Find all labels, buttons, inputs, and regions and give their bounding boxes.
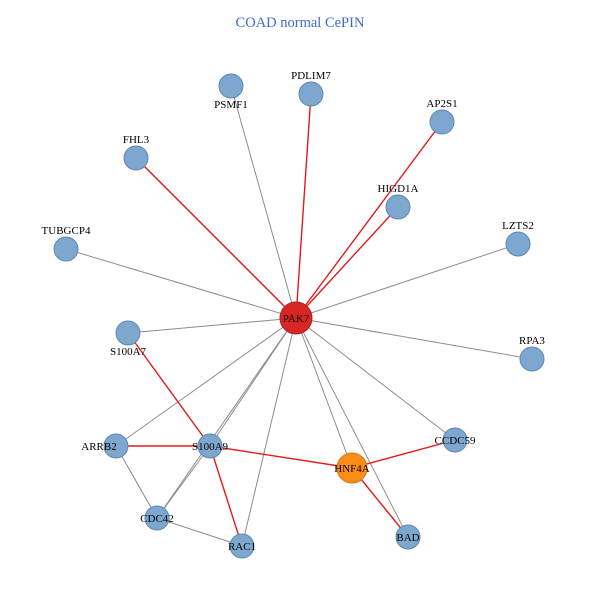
- node-label-HIGD1A: HIGD1A: [378, 183, 419, 195]
- node-AP2S1[interactable]: [429, 109, 455, 135]
- node-label-BAD: BAD: [396, 532, 419, 544]
- edge-PAK7-HNF4A: [295, 317, 353, 469]
- edge-PAK7-RAC1: [241, 317, 297, 547]
- edge-PAK7-ARRB2: [115, 317, 297, 447]
- node-label-RAC1: RAC1: [228, 541, 256, 553]
- node-TUBGCP4[interactable]: [53, 236, 79, 262]
- edge-HNF4A-CCDC59: [351, 439, 456, 469]
- edge-PAK7-S100A7: [127, 317, 297, 334]
- edge-S100A9-HNF4A: [209, 445, 353, 469]
- node-S100A7[interactable]: [115, 320, 141, 346]
- edge-S100A7-S100A9: [127, 332, 211, 447]
- node-label-HNF4A: HNF4A: [334, 463, 370, 475]
- node-label-PAK7: PAK7: [283, 313, 310, 325]
- edge-PAK7-LZTS2: [295, 243, 519, 319]
- node-label-PDLIM7: PDLIM7: [291, 70, 331, 82]
- edge-S100A9-RAC1: [209, 445, 243, 547]
- edge-PAK7-RPA3: [295, 317, 533, 360]
- edge-PAK7-PSMF1: [230, 85, 297, 319]
- edges-layer: [65, 85, 533, 547]
- node-CCDC59[interactable]: [442, 427, 468, 453]
- node-label-RPA3: RPA3: [519, 335, 545, 347]
- node-HIGD1A[interactable]: [385, 194, 411, 220]
- nodes-layer: [53, 73, 545, 559]
- node-label-TUBGCP4: TUBGCP4: [42, 225, 91, 237]
- node-label-CDC42: CDC42: [140, 513, 174, 525]
- node-label-AP2S1: AP2S1: [426, 98, 457, 110]
- node-label-ARRB2: ARRB2: [81, 441, 116, 453]
- edge-ARRB2-CDC42: [115, 445, 158, 519]
- node-PSMF1[interactable]: [218, 73, 244, 99]
- edge-PAK7-PDLIM7: [295, 93, 312, 319]
- edge-PAK7-FHL3: [135, 157, 297, 319]
- edge-PAK7-AP2S1: [295, 121, 443, 319]
- node-CDC42[interactable]: [144, 505, 170, 531]
- edge-PAK7-HIGD1A: [295, 206, 399, 319]
- edge-PAK7-TUBGCP4: [65, 248, 297, 319]
- edge-CDC42-S100A9: [156, 445, 211, 519]
- chart-title: COAD normal CePIN: [236, 15, 365, 31]
- node-PDLIM7[interactable]: [298, 81, 324, 107]
- node-ARRB2[interactable]: [103, 433, 129, 459]
- edge-CDC42-RAC1: [156, 517, 243, 547]
- edge-PAK7-BAD: [295, 317, 409, 538]
- node-S100A9[interactable]: [197, 433, 223, 459]
- node-LZTS2[interactable]: [505, 231, 531, 257]
- node-HNF4A[interactable]: [336, 452, 368, 484]
- node-label-S100A9: S100A9: [192, 441, 229, 453]
- node-label-PSMF1: PSMF1: [214, 99, 248, 111]
- node-RPA3[interactable]: [519, 346, 545, 372]
- edge-PAK7-CCDC59: [295, 317, 456, 441]
- node-FHL3[interactable]: [123, 145, 149, 171]
- node-label-FHL3: FHL3: [123, 134, 150, 146]
- node-label-CCDC59: CCDC59: [435, 435, 476, 447]
- node-PAK7[interactable]: [279, 301, 313, 335]
- node-label-S100A7: S100A7: [110, 346, 147, 358]
- edge-PAK7-CDC42: [156, 317, 297, 519]
- node-BAD[interactable]: [395, 524, 421, 550]
- node-label-LZTS2: LZTS2: [502, 220, 534, 232]
- node-RAC1[interactable]: [229, 533, 255, 559]
